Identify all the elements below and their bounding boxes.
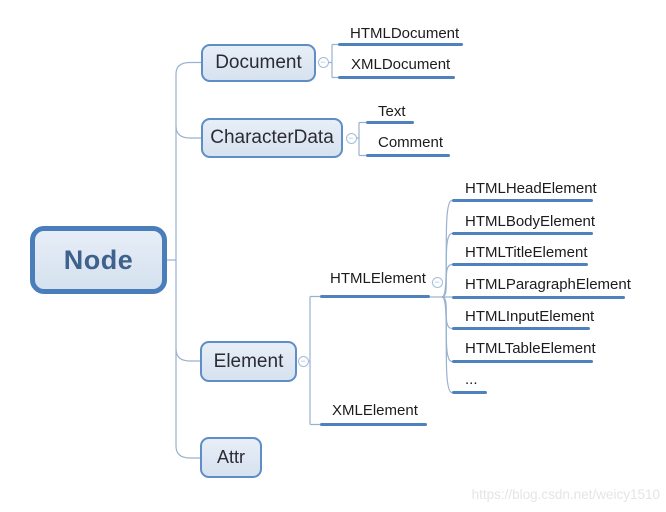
topic-attr[interactable]: Attr <box>200 437 262 478</box>
topic-underline <box>452 391 487 394</box>
topic-htmlheadelement[interactable]: HTMLHeadElement <box>465 180 597 197</box>
topic-underline <box>366 121 414 124</box>
topic-underline <box>452 360 593 363</box>
topic-underline <box>452 296 625 299</box>
topic-node-label: Node <box>63 244 134 275</box>
collapse-toggle-icon[interactable]: − <box>345 132 357 144</box>
edge-fan-5 <box>441 296 453 330</box>
edge-element <box>175 348 200 362</box>
edge-fan-3 <box>441 263 453 298</box>
topic-underline <box>452 199 593 202</box>
edge-fan-6 <box>441 296 453 363</box>
topic-xmldocument[interactable]: XMLDocument <box>351 56 451 73</box>
topic-xmlelement[interactable]: XMLElement <box>332 402 418 419</box>
topic-underline <box>320 295 430 298</box>
collapse-toggle-icon[interactable]: − <box>317 57 329 68</box>
edge-characterdata <box>175 125 201 139</box>
topic-document[interactable]: Document <box>201 44 316 82</box>
topic-document-label: Document <box>215 52 302 73</box>
topic-htmlinputelement[interactable]: HTMLInputElement <box>465 308 595 325</box>
topic-characterdata[interactable]: CharacterData <box>201 118 343 158</box>
edge-fan-7 <box>441 296 453 394</box>
topic-htmltableelement[interactable]: HTMLTableElement <box>465 340 596 357</box>
edge-document-children <box>328 43 338 79</box>
topic-underline <box>338 43 463 46</box>
topic-htmldocument[interactable]: HTMLDocument <box>350 25 460 42</box>
topic-htmlelement[interactable]: HTMLElement <box>330 270 426 287</box>
collapse-toggle-icon[interactable]: − <box>297 355 309 367</box>
topic-underline <box>452 263 588 266</box>
topic-underline <box>452 327 590 330</box>
topic-node[interactable]: Node <box>30 226 167 294</box>
topic-htmltitleelement[interactable]: HTMLTitleElement <box>465 244 588 261</box>
edge-element-children <box>308 295 320 426</box>
topic-underline <box>338 76 455 79</box>
edge-characterdata-children <box>356 121 366 157</box>
topic-htmlbodyelement[interactable]: HTMLBodyElement <box>465 213 596 230</box>
topic-htmlparagraphelement[interactable]: HTMLParagraphElement <box>465 276 631 293</box>
topic-attr-label: Attr <box>216 447 245 467</box>
topic-underline <box>320 423 427 426</box>
topic-characterdata-label: CharacterData <box>210 127 334 148</box>
watermark: https://blog.csdn.net/weicy1510 <box>471 487 660 502</box>
topic-underline <box>452 232 593 235</box>
topic-element-label: Element <box>213 350 284 372</box>
topic-underline <box>366 154 450 157</box>
topic-text[interactable]: Text <box>378 103 406 120</box>
collapse-toggle-icon[interactable]: − <box>431 277 443 288</box>
topic-element[interactable]: Element <box>200 341 297 382</box>
edge-spine <box>175 61 201 459</box>
topic-comment[interactable]: Comment <box>378 134 444 151</box>
topic-ellipsis[interactable]: ... <box>465 371 478 388</box>
